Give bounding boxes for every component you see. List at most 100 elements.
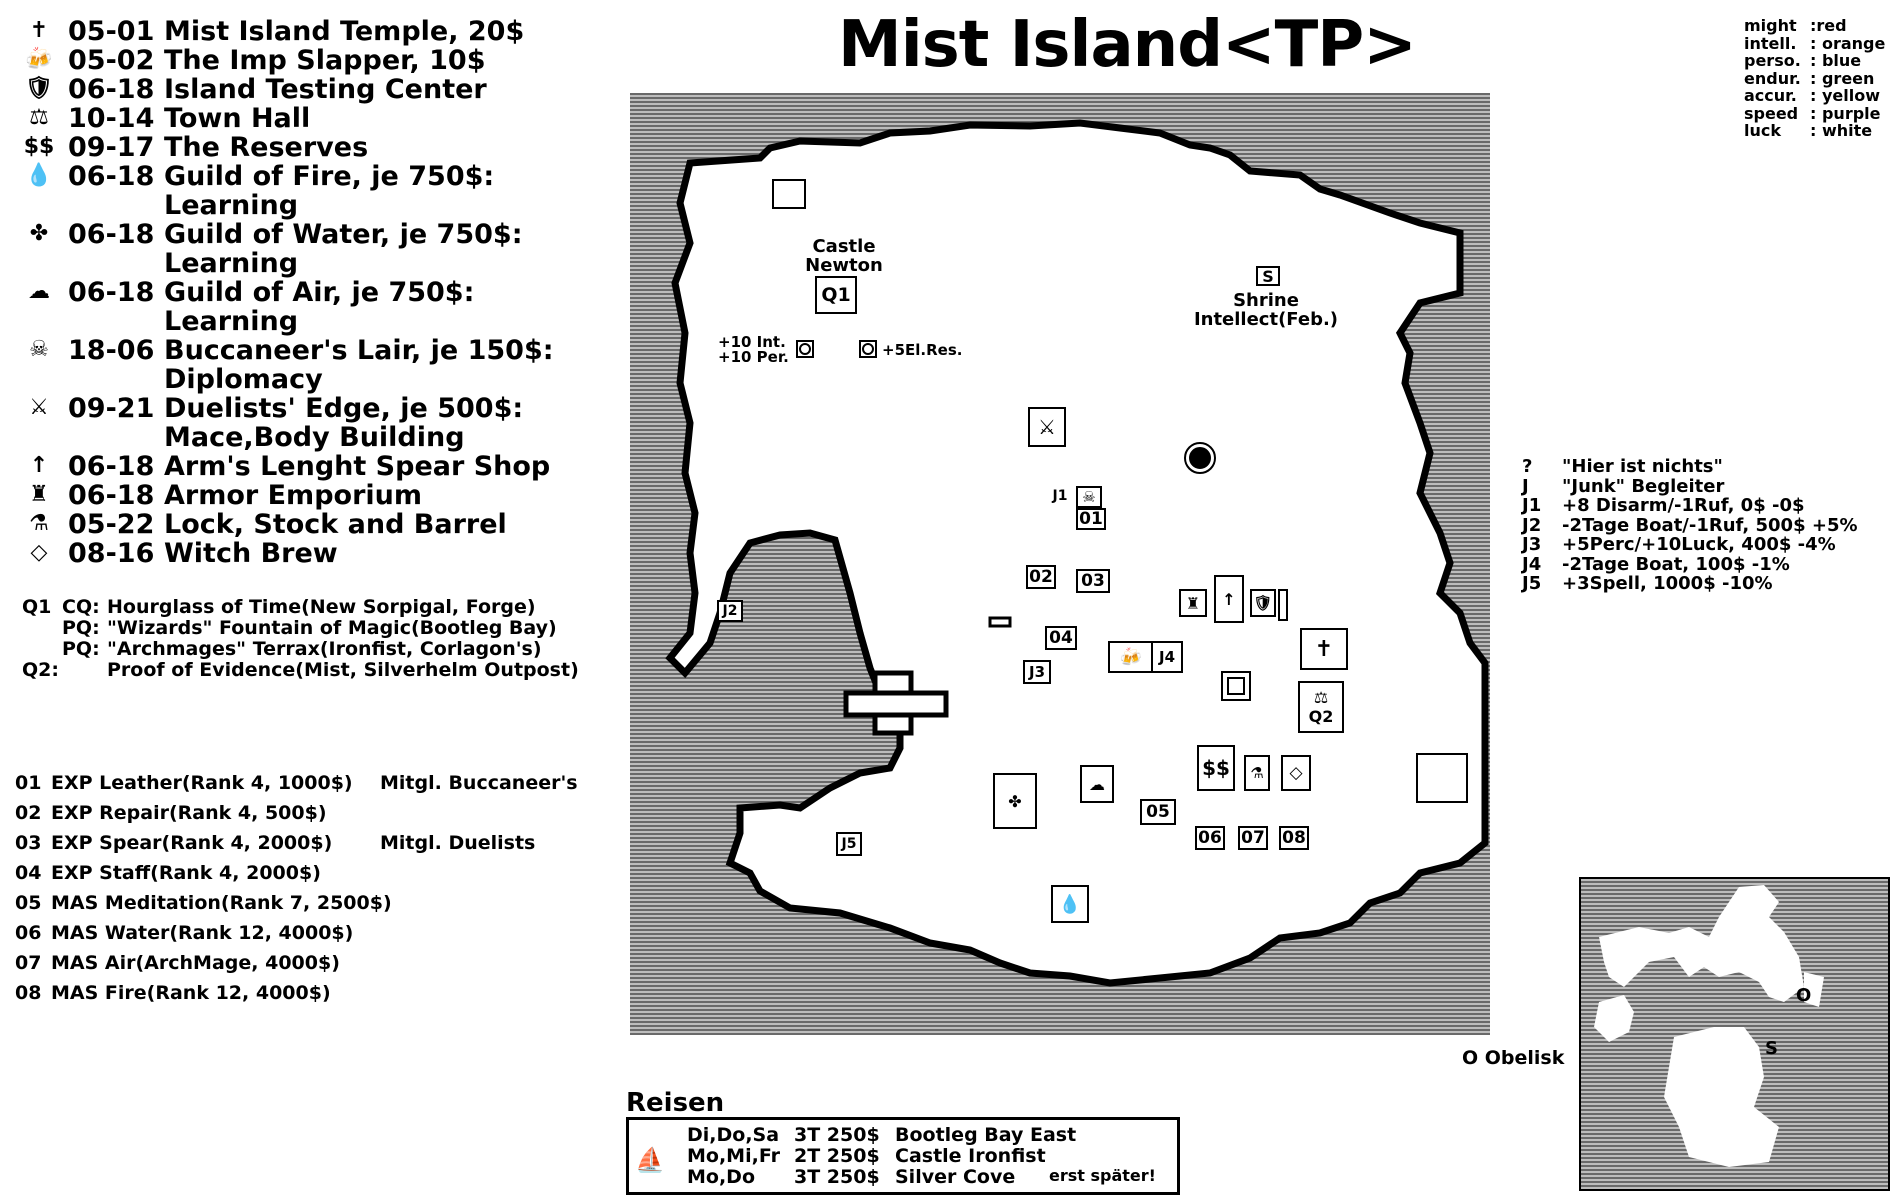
quest-type: PQ: xyxy=(62,617,100,639)
spear-shop[interactable]: ↑ xyxy=(1214,575,1244,623)
guild-of-fire[interactable]: 💧 xyxy=(1051,885,1089,923)
j1-marker[interactable]: J1 xyxy=(1048,486,1072,506)
junk-text: +5Perc/+10Luck, 400$ -4% xyxy=(1562,534,1836,555)
empty-building-east[interactable] xyxy=(1416,753,1468,803)
sword-icon: ⚔ xyxy=(29,395,49,420)
training-extra: Mitgl. Buccaneer's xyxy=(380,772,578,794)
testing-center[interactable]: 🛡 xyxy=(1250,589,1276,617)
stat-row: perso. : blue xyxy=(1744,51,1885,70)
training-02[interactable]: 02 xyxy=(1026,565,1056,589)
training-08[interactable]: 08 xyxy=(1279,826,1309,850)
armor-emporium[interactable]: ♜ xyxy=(1179,589,1207,617)
stat-color: : blue xyxy=(1810,51,1862,70)
castle-q1-marker[interactable]: Q1 xyxy=(815,276,857,314)
witch-brew[interactable]: ◇ xyxy=(1281,755,1311,791)
n03-label: 03 xyxy=(1081,571,1105,591)
legend-name: Arm's Lenght Spear Shop xyxy=(164,451,551,482)
imp-slapper-tavern[interactable]: 🍻 xyxy=(1108,641,1154,673)
shield-icon: 🛡 xyxy=(1253,594,1273,612)
legend-name: Town Hall xyxy=(164,103,311,134)
junk-key: J2 xyxy=(1522,514,1542,536)
j5-marker[interactable]: J5 xyxy=(836,832,862,856)
quest-key: Q2: xyxy=(22,659,59,681)
air-cloud-icon: ☁ xyxy=(1089,774,1105,794)
j3-marker[interactable]: J3 xyxy=(1023,660,1051,684)
guild-of-air[interactable]: ☁ xyxy=(1080,765,1114,803)
junk-key: J3 xyxy=(1522,534,1542,555)
j2-marker[interactable]: J2 xyxy=(717,600,743,622)
bottles-icon: ⚗ xyxy=(1250,764,1264,782)
dock xyxy=(988,616,1012,628)
island-map[interactable]: Castle Newton Q1 S Shrine Intellect(Feb.… xyxy=(630,93,1490,1035)
empty-building[interactable] xyxy=(772,179,806,209)
training-03[interactable]: 03 xyxy=(1076,569,1110,593)
town-hall[interactable]: ⚖Q2 xyxy=(1298,681,1344,733)
guild-of-water[interactable]: ✤ xyxy=(993,773,1037,829)
legend-code: 09-17 xyxy=(68,132,155,163)
stat-color: : green xyxy=(1810,68,1875,88)
temple-building[interactable]: ✝ xyxy=(1300,628,1348,670)
stat-key: intell. xyxy=(1744,33,1797,53)
minimap-island-north xyxy=(1599,885,1804,1002)
legend-subtext: Learning xyxy=(164,248,299,279)
q1-label: Q1 xyxy=(821,284,851,306)
fountain[interactable] xyxy=(1221,671,1251,701)
training-04[interactable]: 04 xyxy=(1045,626,1077,650)
training-text: EXP Staff(Rank 4, 2000$) xyxy=(51,862,321,884)
legend-code: 09-21 xyxy=(68,393,155,424)
stat-row: speed: purple xyxy=(1744,104,1885,123)
junk-text: "Junk" Begleiter xyxy=(1562,475,1725,497)
legend-subtext: Mace,Body Building xyxy=(164,422,465,453)
legend-name: Mist Island Temple, 20$ xyxy=(164,16,525,47)
j2-label: J2 xyxy=(722,603,738,619)
bottles-icon: ⚗ xyxy=(29,511,49,536)
well-icon-res[interactable] xyxy=(859,340,877,358)
legend-code: 08-16 xyxy=(68,538,155,569)
stat-row: luck: white xyxy=(1744,121,1885,140)
j4-marker[interactable]: J4 xyxy=(1151,641,1183,673)
training-01[interactable]: 01 xyxy=(1076,508,1106,530)
travel-cost: 3T 250$ xyxy=(794,1166,880,1188)
training-text: MAS Fire(Rank 12, 4000$) xyxy=(51,982,331,1004)
buccaneers-lair-building[interactable]: ☠ xyxy=(1076,486,1102,508)
training-05[interactable]: 05 xyxy=(1140,799,1176,825)
well-icon[interactable] xyxy=(796,340,814,358)
lock-stock-barrel[interactable]: ⚗ xyxy=(1244,755,1270,791)
shrine-label-line1: Shrine xyxy=(1233,290,1299,311)
legend-name: Guild of Fire, je 750$: xyxy=(164,161,495,192)
sword-icon: ⚔ xyxy=(1038,415,1056,439)
minimap[interactable]: O S xyxy=(1579,877,1890,1191)
legend-name: Guild of Air, je 750$: xyxy=(164,277,475,308)
legend-code: 06-18 xyxy=(68,277,155,308)
reserves-bank[interactable]: $$ xyxy=(1197,745,1235,791)
legend-code: 06-18 xyxy=(68,74,155,105)
water-splash-icon: ✤ xyxy=(29,221,49,246)
training-number: 07 xyxy=(15,952,42,974)
legend-subtext: Learning xyxy=(164,306,299,337)
stat-color: : yellow xyxy=(1810,86,1880,105)
well-res-label: +5El.Res. xyxy=(882,341,963,359)
stat-key: perso. xyxy=(1744,51,1801,70)
travel-destination: Silver Cove xyxy=(895,1166,1016,1188)
training-text: EXP Spear(Rank 4, 2000$) xyxy=(51,832,333,854)
scales-icon: ⚖ xyxy=(29,105,49,130)
junk-key: J4 xyxy=(1522,553,1542,575)
junk-key: ? xyxy=(1522,456,1533,477)
duelists-edge-building[interactable]: ⚔ xyxy=(1028,407,1066,447)
fire-drop-icon: 💧 xyxy=(1058,893,1082,915)
training-07[interactable]: 07 xyxy=(1238,826,1268,850)
training-06[interactable]: 06 xyxy=(1195,826,1225,850)
legend-code: 06-18 xyxy=(68,161,155,192)
legend-name: Armor Emporium xyxy=(164,480,422,511)
training-text: MAS Water(Rank 12, 4000$) xyxy=(51,922,354,944)
shrine-marker[interactable]: S xyxy=(1256,266,1280,286)
obelisk-dot[interactable] xyxy=(1184,442,1216,474)
